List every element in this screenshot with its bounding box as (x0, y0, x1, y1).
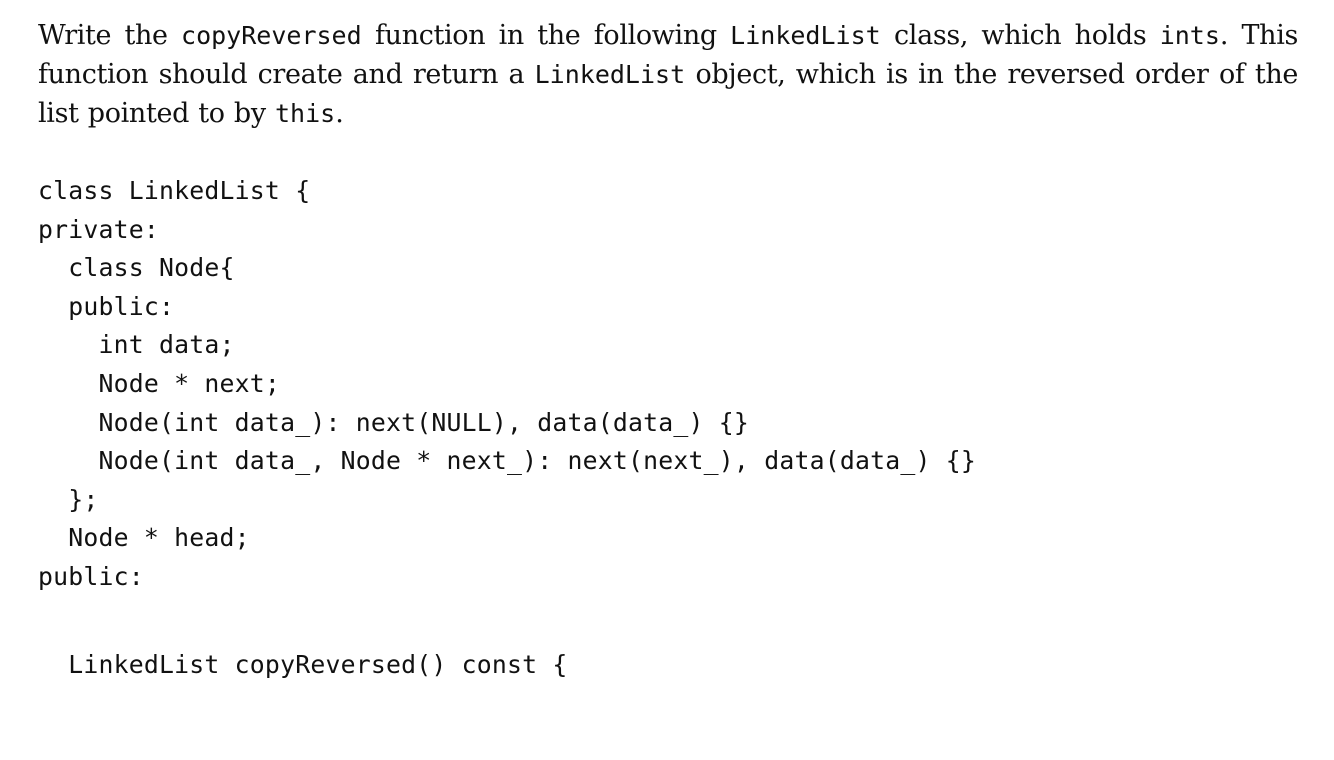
prompt-text: function in the following (361, 20, 731, 51)
class-name-code: LinkedList (730, 21, 881, 50)
code-line: public: (38, 291, 175, 321)
prompt-text: . (335, 98, 344, 129)
code-line: class Node{ (38, 253, 235, 283)
code-line: Node * next; (38, 368, 281, 398)
code-line: Node(int data_, Node * next_): next(next… (38, 446, 976, 476)
code-line: int data; (38, 330, 235, 360)
question-page: Write the copyReversed function in the f… (38, 16, 1298, 684)
code-line: Node * head; (38, 523, 250, 553)
type-name-code: ints (1159, 21, 1220, 50)
prompt-text: class, which holds (880, 20, 1160, 51)
code-line: Node(int data_): next(NULL), data(data_)… (38, 407, 750, 437)
question-prompt: Write the copyReversed function in the f… (38, 16, 1298, 133)
code-line-function-signature: LinkedList copyReversed() const { (38, 649, 568, 679)
code-line-blank (38, 597, 1298, 646)
code-listing: class LinkedList { private: class Node{ … (38, 172, 1298, 684)
prompt-text: . This function should create and return… (38, 20, 1298, 90)
code-line: private: (38, 214, 160, 244)
this-keyword-code: this (274, 99, 336, 128)
class-name-code: LinkedList (534, 60, 686, 89)
prompt-text: Write the (38, 20, 182, 51)
prompt-text: object, which is in the reversed order o… (38, 59, 1299, 129)
function-name-code: copyReversed (181, 21, 362, 50)
code-line: class LinkedList { (38, 176, 311, 205)
code-line: }; (38, 484, 99, 514)
code-line: public: (38, 561, 144, 591)
